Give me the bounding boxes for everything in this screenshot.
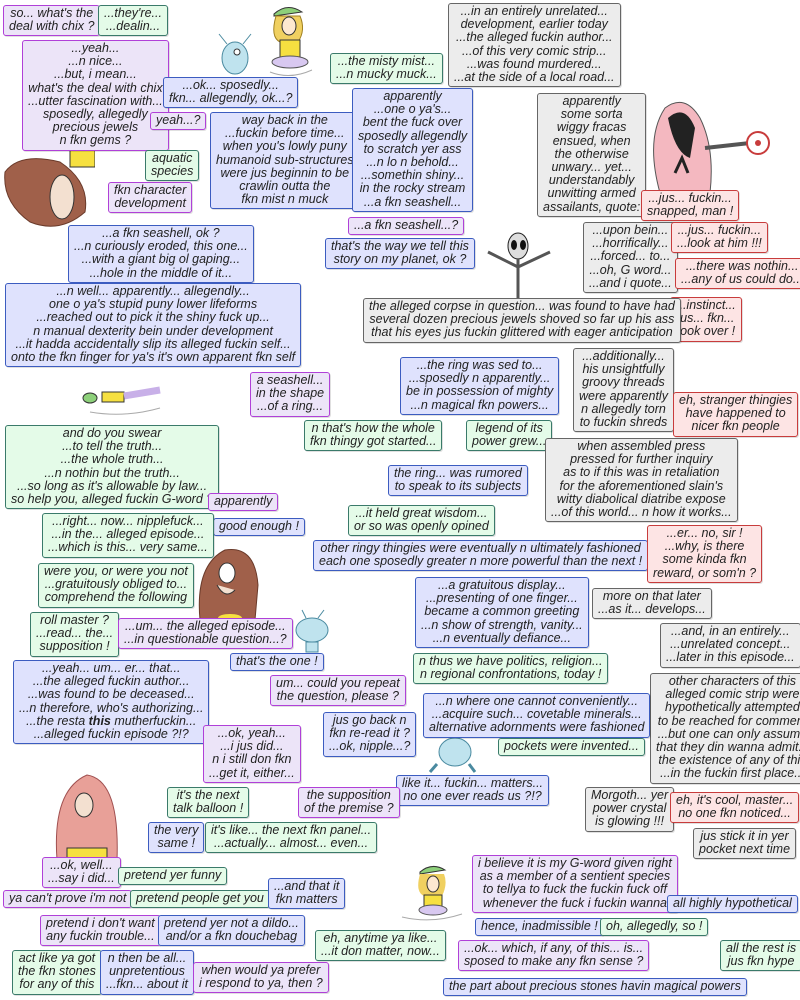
speech-balloon: a seashell... in the shape ...of a ring.… bbox=[250, 372, 331, 417]
speech-balloon: um... could you repeat the question, ple… bbox=[270, 675, 406, 707]
speech-balloon: ...there was nothin... ...any of us coul… bbox=[675, 258, 800, 290]
speech-balloon: the ring... was rumored to speak to its … bbox=[388, 465, 528, 497]
cap-kid-sitting-icon bbox=[401, 866, 463, 921]
speech-balloon: and do you swear ...to tell the truth...… bbox=[5, 425, 220, 510]
speech-balloon: all the rest is jus fkn hype bbox=[720, 940, 800, 972]
speech-balloon: ...the misty mist... ...n mucky muck... bbox=[330, 53, 443, 85]
speech-balloon: ...it held great wisdom... or so was ope… bbox=[348, 505, 495, 537]
speech-balloon: ...the ring was sed to... ...sposedly n … bbox=[400, 357, 560, 415]
pink-robed-morgoth-icon bbox=[653, 101, 770, 193]
speech-balloon: ...er... no, sir ! ...why, is there some… bbox=[647, 525, 763, 583]
cap-kid-floating-icon bbox=[269, 7, 313, 76]
speech-balloon: ...ok, well... ...say i did... bbox=[42, 857, 121, 889]
speech-balloon: pockets were invented... bbox=[498, 738, 645, 757]
speech-balloon: ...jus... fuckin... ...look at him !!! bbox=[671, 222, 768, 254]
speech-balloon: when would ya prefer i respond to ya, th… bbox=[193, 962, 329, 994]
speech-balloon: apparently bbox=[208, 493, 279, 512]
speech-balloon: hence, inadmissible ! bbox=[475, 918, 604, 937]
speech-balloon: ...in an entirely unrelated... developme… bbox=[448, 3, 621, 88]
speech-balloon: ...ok... sposedly... fkn... allegendly, … bbox=[163, 77, 299, 109]
speech-balloon: roll master ? ...read... the... supposit… bbox=[30, 612, 120, 657]
speech-balloon: pretend yer not a dildo... and/or a fkn … bbox=[158, 915, 305, 947]
speech-balloon: the supposition of the premise ? bbox=[298, 787, 400, 819]
speech-balloon: yeah...? bbox=[150, 112, 207, 131]
speech-balloon: that's the one ! bbox=[230, 653, 324, 672]
speech-balloon: like it... fuckin... matters... no one e… bbox=[396, 775, 550, 807]
speech-balloon: act like ya got the fkn stones for any o… bbox=[12, 950, 102, 995]
speech-balloon: legend of its power grew... bbox=[466, 420, 553, 452]
speech-balloon: ...instinct... jus... fkn... took over ! bbox=[670, 297, 742, 342]
speech-balloon: ya can't prove i'm not bbox=[3, 890, 133, 909]
speech-balloon: ...n well... apparently... allegendly...… bbox=[5, 283, 302, 368]
speech-balloon: aquatic species bbox=[145, 150, 200, 182]
upside-down-hairy-guy-icon bbox=[4, 146, 95, 227]
speech-balloon: way back in the ...fuckin before time...… bbox=[210, 112, 360, 210]
speech-balloon: ...right... now... nipplefuck... ...in t… bbox=[42, 513, 214, 558]
speech-balloon: pretend i don't want any fuckin trouble.… bbox=[40, 915, 161, 947]
speech-balloon: the very same ! bbox=[148, 822, 205, 854]
speech-balloon: jus stick it in yer pocket next time bbox=[693, 828, 797, 860]
speech-balloon: that's the way we tell this story on my … bbox=[325, 238, 475, 270]
speech-balloon: n then be all... unpretentious ...fkn...… bbox=[100, 950, 194, 995]
speech-balloon: ...n where one cannot conveniently... ..… bbox=[423, 693, 651, 738]
speech-balloon: the part about precious stones havin mag… bbox=[443, 978, 747, 997]
speech-balloon: were you, or were you not ...gratuitousl… bbox=[38, 563, 194, 608]
speech-balloon: ...yeah... ...n nice... ...but, i mean..… bbox=[22, 40, 169, 151]
speech-balloon: ...um... the alleged episode... ...in qu… bbox=[118, 618, 293, 650]
speech-balloon: all highly hypothetical bbox=[667, 895, 798, 914]
speech-balloon: ...a gratuitous display... ...presenting… bbox=[415, 577, 589, 649]
speech-balloon: eh, it's cool, master... no one fkn noti… bbox=[670, 792, 800, 824]
speech-balloon: good enough ! bbox=[213, 518, 305, 537]
gray-alien-icon bbox=[487, 232, 551, 300]
speech-balloon: oh, allegedly, so ! bbox=[600, 918, 709, 937]
speech-balloon: ...upon bein... ...horrifically... ...fo… bbox=[583, 222, 678, 294]
hairy-guy-icon bbox=[198, 548, 259, 620]
speech-balloon: n thus we have politics, religion... n r… bbox=[413, 653, 609, 685]
speech-balloon: ...and, in an entirely... ...unrelated c… bbox=[660, 623, 800, 668]
speech-balloon: other ringy thingies were eventually n u… bbox=[313, 540, 649, 572]
blue-alien-peeking-icon bbox=[428, 737, 477, 773]
pink-haired-person-icon bbox=[55, 774, 118, 864]
speech-balloon: n that's how the whole fkn thingy got st… bbox=[304, 420, 443, 452]
speech-balloon: ...jus... fuckin... snapped, man ! bbox=[641, 190, 740, 222]
speech-balloon: ...additionally... his unsightfully groo… bbox=[573, 348, 674, 433]
blue-alien-icon bbox=[218, 33, 252, 75]
speech-balloon: apparently ...one o ya's... bent the fuc… bbox=[352, 88, 474, 212]
speech-balloon: it's the next talk balloon ! bbox=[167, 787, 250, 819]
speech-balloon: ...a fkn seashell...? bbox=[348, 217, 465, 236]
speech-balloon: ...they're... ...dealin... bbox=[98, 5, 168, 37]
speech-balloon: ...ok... which, if any, of this... is...… bbox=[458, 940, 650, 972]
speech-balloon: when assembled press pressed for further… bbox=[545, 438, 738, 523]
speech-balloon: ...ok, yeah... ...i jus did... n i still… bbox=[203, 725, 301, 783]
speech-balloon: more on that later ...as it... develops.… bbox=[592, 588, 712, 620]
floating-person-icon bbox=[82, 386, 161, 415]
speech-balloon: i believe it is my G-word given right as… bbox=[472, 855, 678, 913]
speech-balloon: pretend people get you bbox=[130, 890, 270, 909]
blue-alien-small-icon bbox=[295, 609, 329, 653]
speech-balloon: Morgoth... yer power crystal is glowing … bbox=[585, 787, 675, 832]
speech-balloon: eh, anytime ya like... ...it don matter,… bbox=[315, 930, 446, 962]
speech-balloon: ...a fkn seashell, ok ? ...n curiously e… bbox=[68, 225, 254, 283]
speech-balloon: eh, stranger thingies have happened to n… bbox=[673, 392, 799, 437]
speech-balloon: pretend yer funny bbox=[118, 867, 228, 886]
speech-balloon: fkn character development bbox=[108, 182, 193, 214]
speech-balloon: jus go back n fkn re-read it ? ...ok, ni… bbox=[323, 712, 417, 757]
speech-balloon: so... what's the deal with chix ? bbox=[3, 5, 101, 37]
speech-balloon: other characters of this alleged comic s… bbox=[650, 673, 800, 784]
speech-balloon: ...yeah... um... er... that... ...the al… bbox=[13, 660, 210, 745]
speech-balloon: apparently some sorta wiggy fracas ensue… bbox=[537, 93, 647, 217]
speech-balloon: the alleged corpse in question... was fo… bbox=[363, 298, 681, 343]
speech-balloon: it's like... the next fkn panel... ...ac… bbox=[205, 822, 378, 854]
speech-balloon: ...and that it fkn matters bbox=[268, 878, 346, 910]
